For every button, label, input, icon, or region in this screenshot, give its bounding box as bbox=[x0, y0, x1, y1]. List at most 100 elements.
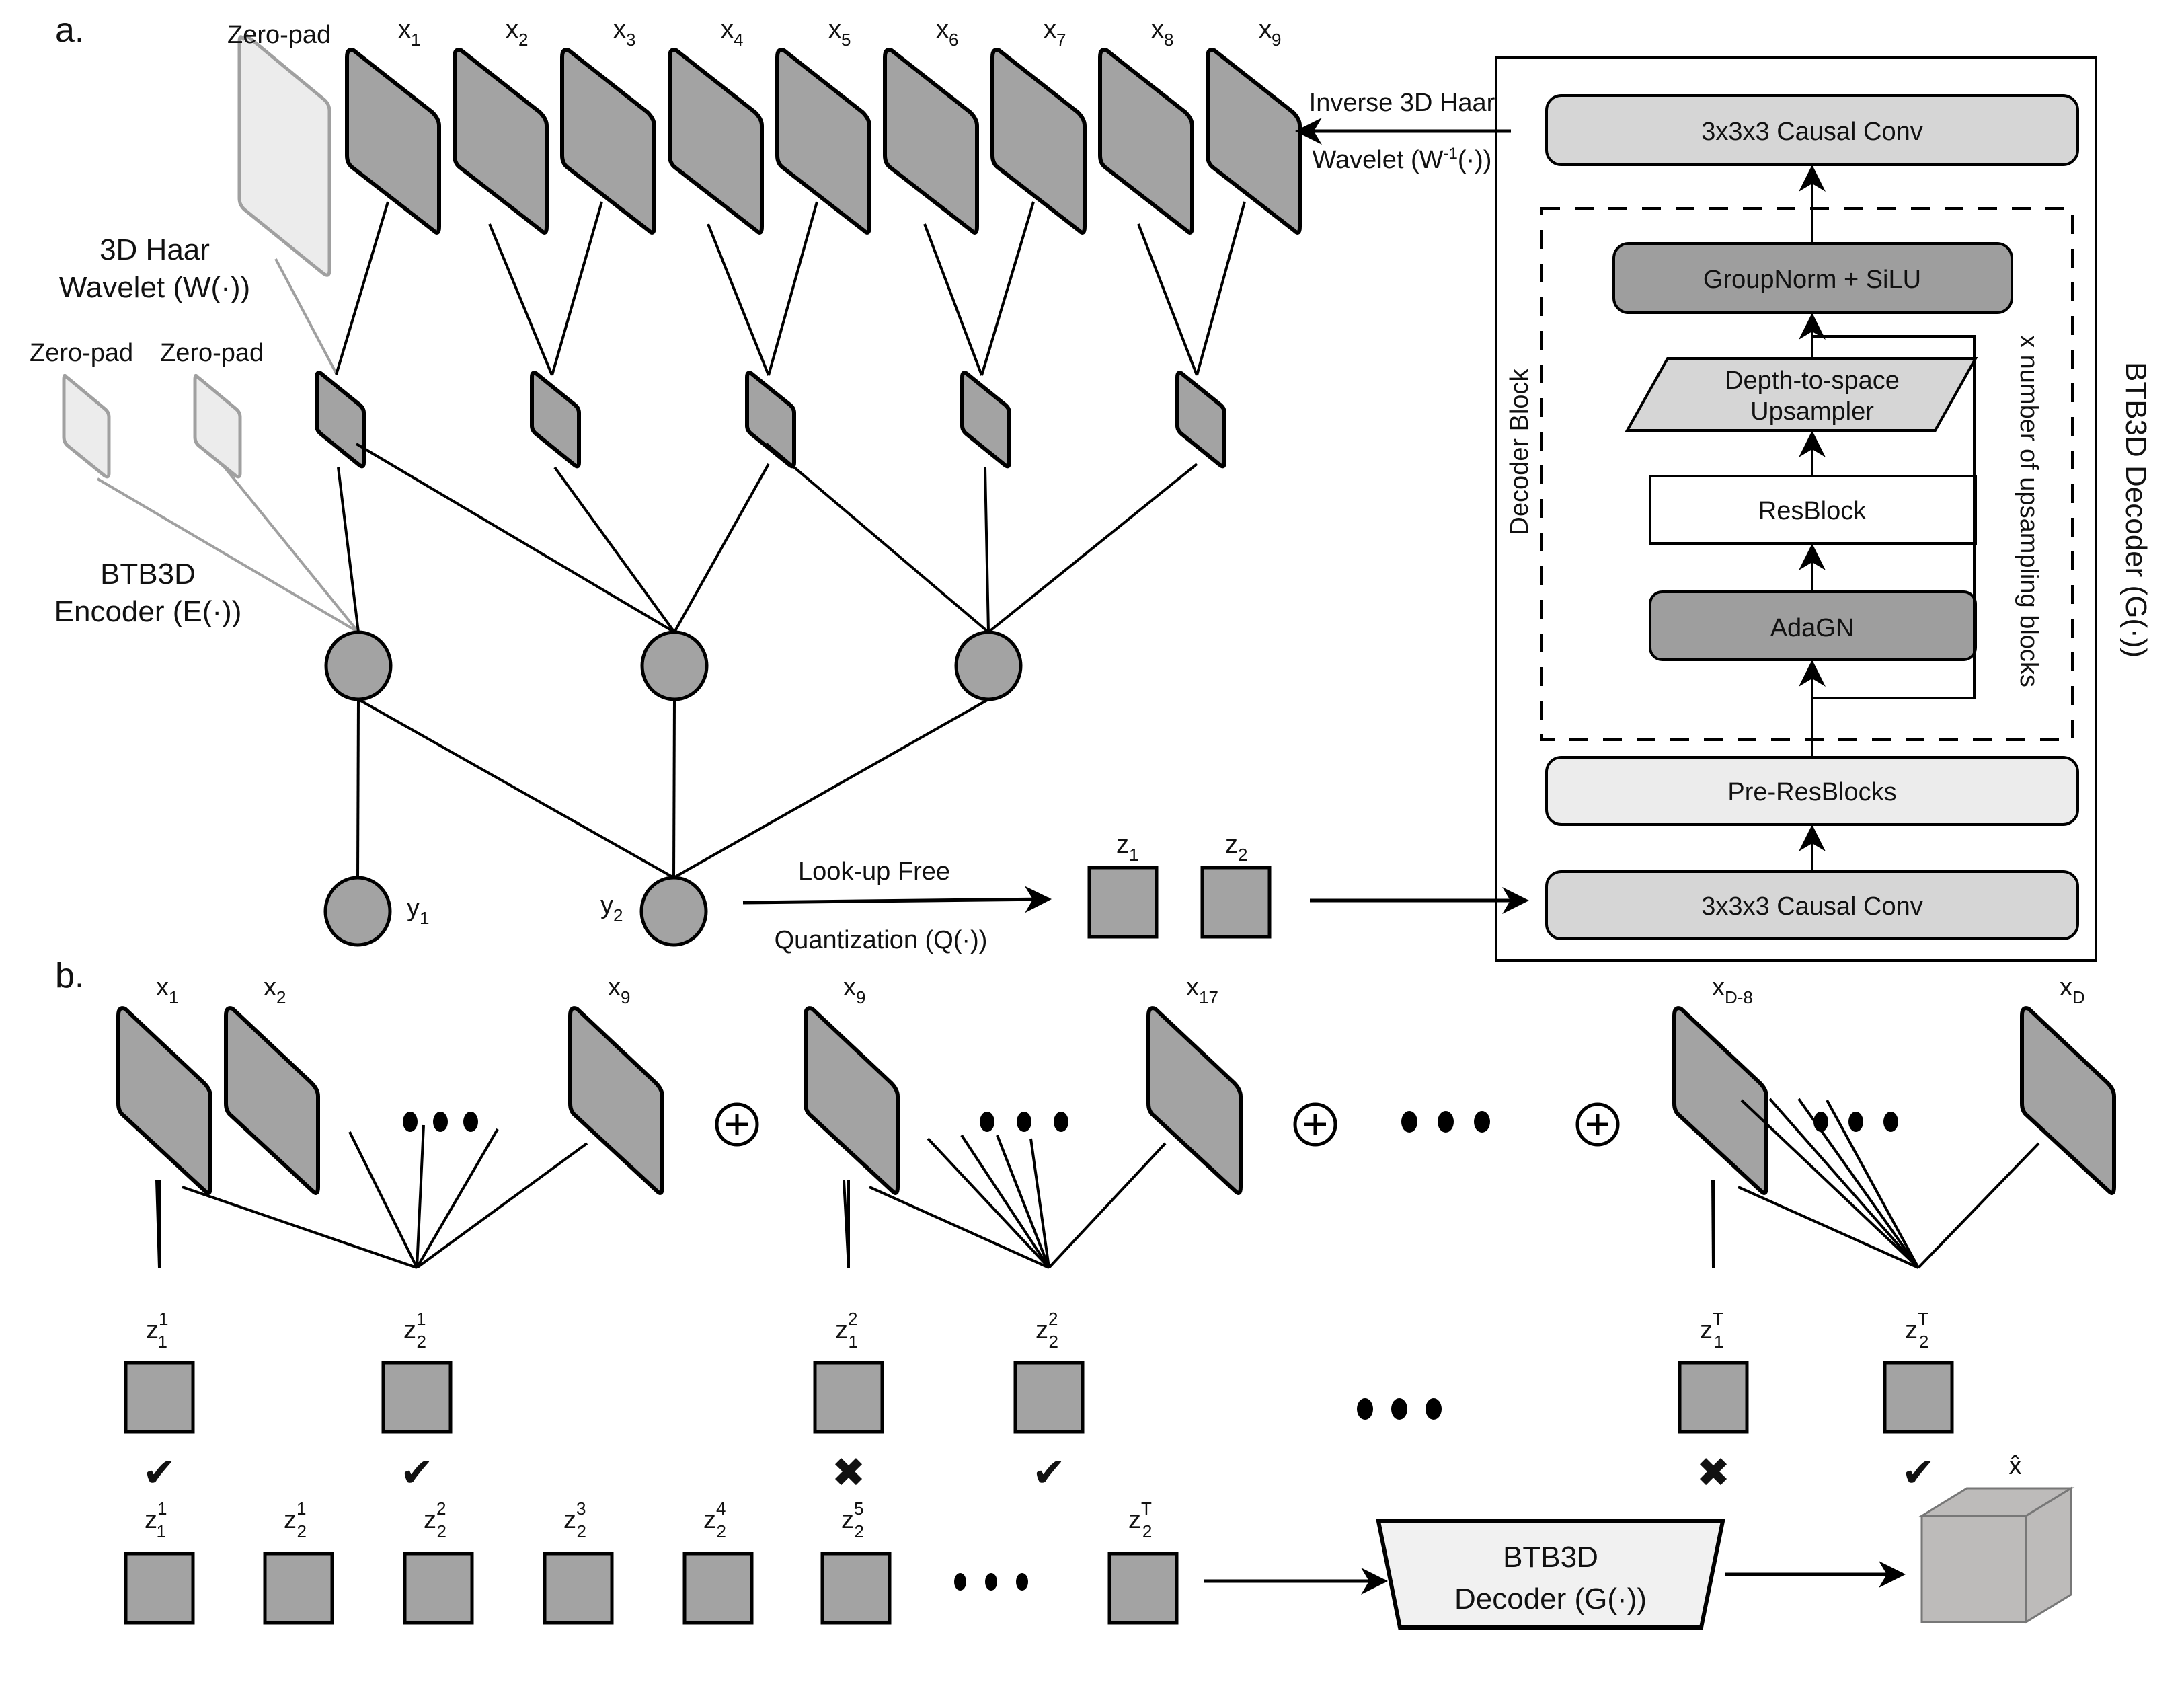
ellipsis-dot bbox=[1016, 1573, 1028, 1591]
slice-frame bbox=[116, 1006, 212, 1195]
wavelet-frame-1 bbox=[315, 371, 366, 469]
sequence-token bbox=[403, 1552, 474, 1625]
input-frame-label-x9: x9 bbox=[1259, 15, 1281, 50]
zero-pad-frame-left-2 bbox=[193, 373, 242, 479]
slice-frame-label: xD-8 bbox=[1712, 973, 1753, 1007]
input-frame-x8 bbox=[1098, 48, 1194, 235]
check-icon: ✔ bbox=[400, 1450, 434, 1495]
input-frame-label-x3: x3 bbox=[613, 15, 635, 50]
z1-label: z1 bbox=[1116, 831, 1138, 865]
encoder-label-line1: BTB3D bbox=[100, 558, 196, 590]
check-icon: ✔ bbox=[1032, 1450, 1066, 1495]
ellipsis-dot bbox=[1054, 1112, 1068, 1132]
encoder-node-3 bbox=[954, 630, 1023, 701]
wavelet-frame-5 bbox=[1175, 371, 1226, 469]
y2-label: y2 bbox=[600, 891, 623, 925]
input-frame-label-x7: x7 bbox=[1044, 15, 1066, 50]
slice-frame-label: x17 bbox=[1186, 973, 1218, 1007]
decoder-block-dashed bbox=[1540, 207, 2074, 741]
slice-frame bbox=[1672, 1006, 1768, 1195]
ellipsis-dot bbox=[1017, 1112, 1031, 1132]
zero-pad-label-top: Zero-pad bbox=[227, 21, 331, 49]
input-frame-x5 bbox=[775, 48, 871, 235]
slice-frame-label: x2 bbox=[264, 973, 286, 1007]
latent-node-y2 bbox=[639, 876, 708, 947]
layer-causal-conv-top-label: 3x3x3 Causal Conv bbox=[1701, 118, 1923, 146]
input-frame-label-x8: x8 bbox=[1151, 15, 1173, 50]
haar-wavelet-label-line2: Wavelet (W(·)) bbox=[59, 271, 250, 304]
input-frame-label-x1: x1 bbox=[398, 15, 420, 50]
token-T-2 bbox=[1883, 1361, 1954, 1434]
ellipsis-dot bbox=[1357, 1398, 1373, 1420]
quantization-arrow bbox=[742, 886, 1052, 913]
layer-upsampler-label-line2: Upsampler bbox=[1750, 397, 1874, 426]
layer-groupnorm-label: GroupNorm + SiLU bbox=[1703, 266, 1921, 294]
ellipsis-dot bbox=[1474, 1111, 1490, 1133]
token-1-1 bbox=[124, 1361, 195, 1434]
slice-frame-label: x9 bbox=[843, 973, 865, 1007]
input-frame-x3 bbox=[560, 48, 656, 235]
input-frame-x1 bbox=[345, 48, 441, 235]
ellipsis-dot bbox=[463, 1112, 478, 1132]
wavelet-frame-4 bbox=[960, 371, 1011, 469]
zero-pad-label-left-2: Zero-pad bbox=[160, 339, 264, 367]
zero-pad-frame-left-1 bbox=[62, 373, 111, 479]
tree-connections bbox=[96, 201, 1246, 879]
inverse-wavelet-label-line1: Inverse 3D Haar bbox=[1309, 89, 1495, 117]
ellipsis-dot bbox=[980, 1112, 994, 1132]
slice-frame-label: x9 bbox=[608, 973, 630, 1007]
y1-label: y1 bbox=[407, 894, 429, 928]
token-2-1 bbox=[813, 1361, 884, 1434]
input-frame-x7 bbox=[990, 48, 1087, 235]
wavelet-frames-row bbox=[315, 371, 1226, 469]
inverse-wavelet-label-line2: Wavelet (W-1(·)) bbox=[1313, 145, 1492, 174]
layer-adagn-label: AdaGN bbox=[1770, 614, 1855, 642]
btb3d-decoder-label-line2: Decoder (G(·)) bbox=[1454, 1582, 1647, 1615]
panel-a-label: a. bbox=[55, 11, 84, 50]
layer-depth-to-space-upsampler bbox=[1625, 357, 1978, 432]
slice-frame bbox=[568, 1006, 664, 1195]
input-frame-label-x4: x4 bbox=[721, 15, 743, 50]
sequence-token bbox=[820, 1552, 892, 1625]
sequence-token bbox=[543, 1552, 614, 1625]
slice-frame bbox=[224, 1006, 320, 1195]
layer-pre-resblocks-label: Pre-ResBlocks bbox=[1727, 778, 1896, 806]
check-icon: ✔ bbox=[1902, 1450, 1935, 1495]
token-1-2 bbox=[381, 1361, 453, 1434]
quantization-label-line2: Quantization (Q(·)) bbox=[775, 926, 988, 954]
output-volume-cube bbox=[1918, 1486, 2075, 1624]
input-frame-x9 bbox=[1206, 48, 1302, 235]
cross-icon: ✖ bbox=[1696, 1450, 1730, 1495]
ellipsis-dot bbox=[1848, 1112, 1863, 1132]
slice-frame bbox=[1146, 1006, 1243, 1195]
check-icon: ✔ bbox=[143, 1450, 176, 1495]
btb3d-decoder-label-line1: BTB3D bbox=[1503, 1541, 1598, 1574]
ellipsis-dot bbox=[1426, 1398, 1442, 1420]
sequence-token bbox=[124, 1552, 195, 1625]
input-frame-x6 bbox=[883, 48, 979, 235]
decoder-flow-arrows bbox=[1799, 165, 1976, 872]
slice-frame bbox=[804, 1006, 900, 1195]
sequence-token bbox=[1107, 1552, 1179, 1625]
ellipsis-dot bbox=[1401, 1111, 1417, 1133]
btb3d-decoder-block bbox=[1376, 1519, 1725, 1630]
wavelet-frame-2 bbox=[530, 371, 581, 469]
quantization-label-line1: Look-up Free bbox=[798, 857, 950, 886]
z2-label: z2 bbox=[1225, 831, 1247, 865]
slice-frame bbox=[2020, 1006, 2116, 1195]
